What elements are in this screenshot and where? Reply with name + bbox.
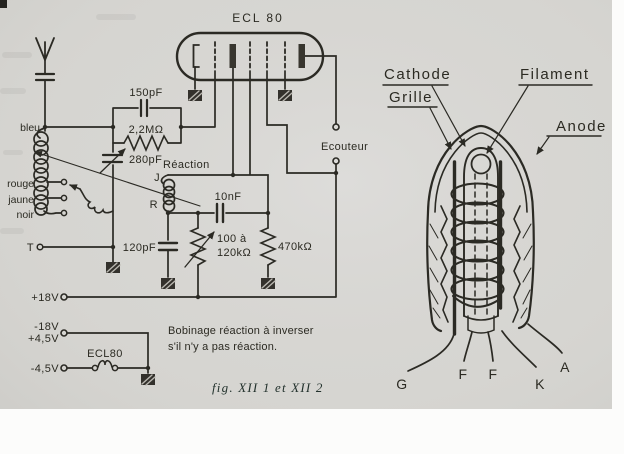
pin-label-k: K bbox=[535, 376, 545, 392]
wire-label-noir: noir bbox=[16, 209, 34, 221]
pot-value-line2: 120kΩ bbox=[217, 247, 251, 259]
terminal-plus18 bbox=[60, 293, 68, 301]
res-load-value: 470kΩ bbox=[278, 241, 312, 253]
pin-label-a: A bbox=[560, 359, 570, 375]
tube-leads bbox=[407, 323, 563, 372]
label-filament: Filament bbox=[520, 66, 590, 83]
rail-m18-label: -18V bbox=[34, 321, 59, 333]
tap-selector-switch bbox=[69, 184, 114, 214]
ground-icon bbox=[160, 277, 176, 290]
antenna-icon bbox=[35, 37, 55, 61]
reaction-j-label: J bbox=[154, 172, 160, 184]
terminal-minus18-plus45 bbox=[60, 329, 68, 337]
terminal-t-label: T bbox=[27, 242, 34, 254]
res-gridleak-value: 2,2MΩ bbox=[129, 124, 164, 136]
resistor-2m2-symbol bbox=[123, 133, 169, 153]
cathode-cylinder bbox=[463, 147, 499, 334]
coil-tap-terminals bbox=[60, 178, 68, 217]
tube-symbol-ecl80 bbox=[175, 31, 325, 82]
capacitor-150pf-symbol bbox=[139, 98, 149, 118]
capacitor-10nf-symbol bbox=[215, 202, 225, 224]
capacitor-120pf-symbol bbox=[157, 241, 179, 252]
tube-cutaway-drawing: Cathode Grille Filament Anode G F F K A bbox=[382, 66, 607, 392]
anode-shell bbox=[426, 124, 535, 333]
ground-icon bbox=[277, 89, 293, 102]
note-line2: s'il n'y a pas réaction. bbox=[168, 341, 277, 353]
page-margin-right bbox=[612, 0, 624, 454]
tube-cathode-element bbox=[192, 44, 200, 68]
pin-label-f1: F bbox=[458, 366, 467, 382]
resistor-470k-symbol bbox=[258, 227, 278, 266]
label-anode: Anode bbox=[556, 118, 607, 135]
reaction-coil-symbol bbox=[160, 174, 176, 213]
note-line1: Bobinage réaction à inverser bbox=[168, 325, 314, 337]
circuit-schematic: bleu rouge jaune noir 150pF 2,2MΩ bbox=[7, 11, 368, 395]
rail-p45-label: +4,5V bbox=[28, 333, 59, 345]
ground-icon bbox=[105, 261, 121, 274]
ground-icon bbox=[187, 89, 203, 102]
terminal-t bbox=[36, 243, 44, 251]
filament-tip bbox=[470, 153, 492, 175]
page-bleedthrough bbox=[0, 14, 136, 234]
reaction-label: Réaction bbox=[163, 159, 210, 171]
heater-tube-label: ECL80 bbox=[87, 348, 123, 360]
wire-label-rouge: rouge bbox=[7, 178, 34, 190]
junction-dots bbox=[42, 124, 339, 371]
pin-label-f2: F bbox=[488, 366, 497, 382]
pin-label-g: G bbox=[396, 376, 407, 392]
ground-icon bbox=[140, 373, 156, 386]
heater-filament-symbol bbox=[91, 359, 119, 372]
figure-caption: fig. XII 1 et XII 2 bbox=[212, 380, 324, 395]
tuning-coil-symbol bbox=[33, 127, 49, 216]
tube-grid-elements bbox=[214, 41, 286, 71]
tube-type-label: ECL 80 bbox=[232, 11, 284, 25]
reaction-r-label: R bbox=[150, 199, 158, 211]
tube-anode-triode bbox=[229, 44, 236, 68]
potentiometer-symbol bbox=[184, 227, 215, 268]
filament-wires bbox=[474, 173, 488, 317]
label-cathode: Cathode bbox=[384, 66, 451, 83]
cap-grid-value: 150pF bbox=[129, 87, 162, 99]
scan-corner-mark bbox=[0, 0, 7, 8]
wire-label-jaune: jaune bbox=[7, 194, 34, 206]
grid-helix bbox=[450, 182, 505, 308]
cap-bypass-value: 120pF bbox=[123, 242, 156, 254]
ground-icon bbox=[260, 277, 276, 290]
rail-p18-label: +18V bbox=[31, 292, 59, 304]
variable-capacitor-280pf bbox=[99, 148, 126, 174]
cap-tuning-value: 280pF bbox=[129, 154, 162, 166]
pot-value-line1: 100 à bbox=[217, 233, 247, 245]
wire-label-bleu: bleu bbox=[20, 122, 40, 134]
cap-coupling-value: 10nF bbox=[215, 191, 242, 203]
label-grille: Grille bbox=[389, 89, 433, 106]
page-margin-bottom bbox=[0, 409, 624, 454]
earphone-label: Ecouteur bbox=[321, 141, 368, 153]
tube-annotation: Cathode Grille Filament Anode bbox=[382, 66, 607, 155]
antenna-capacitor-symbol bbox=[34, 72, 56, 82]
earphone-terminals bbox=[332, 123, 340, 165]
tube-anode-pentode bbox=[298, 44, 305, 68]
terminal-minus45 bbox=[60, 364, 68, 372]
shell-hatching bbox=[428, 223, 533, 319]
rail-m45-label: -4,5V bbox=[31, 363, 60, 375]
